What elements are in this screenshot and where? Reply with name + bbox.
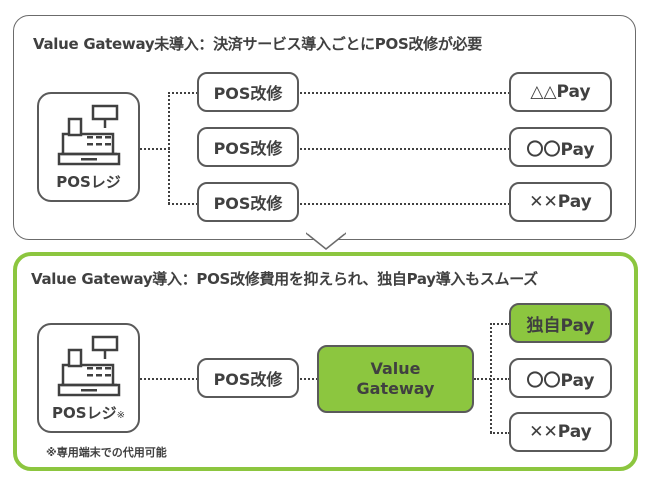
cash-register-icon — [57, 335, 121, 397]
connector — [490, 323, 492, 433]
payment-service-box: 〇〇Pay — [509, 358, 612, 398]
connector — [140, 148, 170, 150]
connector — [490, 323, 510, 325]
connector — [300, 203, 510, 205]
proprietary-pay-box: 独自Pay — [509, 303, 612, 343]
payment-service-box: △△Pay — [509, 72, 612, 112]
connector — [168, 92, 170, 204]
pos-modification-box: POS改修 — [197, 127, 299, 167]
pos-register-label: POSレジ※ — [39, 402, 138, 423]
footnote-mark: ※ — [116, 410, 125, 421]
connector — [474, 378, 510, 380]
pos-modification-box: POS改修 — [197, 182, 299, 222]
connector — [140, 378, 198, 380]
pos-register-bottom: POSレジ※ — [37, 323, 140, 433]
payment-service-box: ✕✕Pay — [509, 182, 612, 222]
pos-modification-box: POS改修 — [197, 72, 299, 112]
connector — [168, 203, 198, 205]
pos-modification-box: POS改修 — [197, 358, 299, 398]
connector — [300, 92, 510, 94]
gateway-label-line1: Value — [370, 359, 421, 378]
pos-register-top: POSレジ — [37, 92, 140, 202]
with-gateway-title: Value Gateway導入：POS改修費用を抑えられ、独自Pay導入もスムー… — [31, 270, 538, 288]
payment-service-box: ✕✕Pay — [509, 412, 612, 452]
without-gateway-title: Value Gateway未導入：決済サービス導入ごとにPOS改修が必要 — [33, 35, 482, 53]
cash-register-icon — [57, 104, 121, 166]
pos-register-label: POSレジ — [56, 173, 121, 191]
connector — [490, 432, 510, 434]
gateway-label-line2: Gateway — [356, 379, 435, 398]
connector — [300, 148, 510, 150]
payment-service-box: 〇〇Pay — [509, 127, 612, 167]
callout-pointer — [306, 232, 346, 250]
connector — [168, 92, 198, 94]
pos-register-text: POSレジ — [52, 404, 117, 422]
footnote: ※専用端末での代用可能 — [46, 446, 167, 459]
connector — [300, 378, 318, 380]
